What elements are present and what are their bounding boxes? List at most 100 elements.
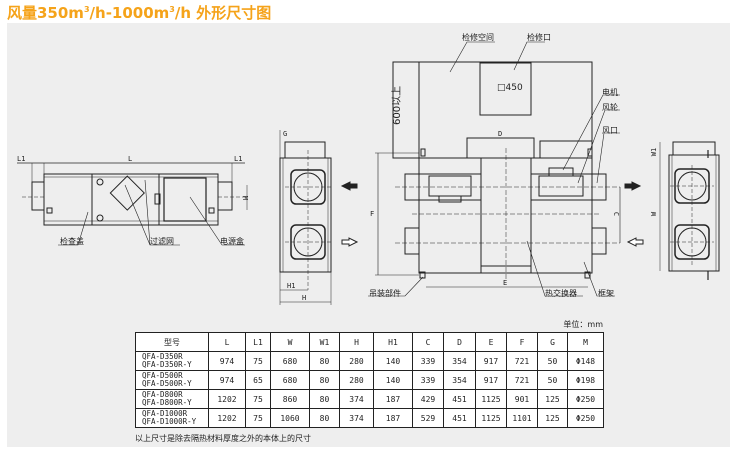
value-cell: 187 <box>373 389 413 409</box>
dim-g: G <box>283 130 288 138</box>
dim-h1: H1 <box>287 282 296 290</box>
value-cell: 1125 <box>475 389 507 409</box>
value-cell: 374 <box>339 408 374 428</box>
model-name: QFA-D800R <box>142 390 183 399</box>
value-cell: 974 <box>208 370 246 390</box>
label-inspection-cover: 检查盖 <box>60 237 84 246</box>
dim-l: L <box>128 155 133 163</box>
value-cell: 339 <box>412 370 444 390</box>
value-cell: 860 <box>270 389 310 409</box>
column-header: L1 <box>245 332 271 352</box>
value-cell: 451 <box>443 408 476 428</box>
dim-w1: W1 <box>650 147 659 157</box>
column-header: W <box>270 332 310 352</box>
value-cell: 80 <box>309 370 340 390</box>
column-header: F <box>506 332 538 352</box>
value-cell: 125 <box>537 389 568 409</box>
value-cell: 974 <box>208 351 246 371</box>
value-cell: 280 <box>339 370 374 390</box>
value-cell: 721 <box>506 351 538 371</box>
dim-w: W <box>650 211 659 217</box>
side-view-left <box>279 130 359 305</box>
value-cell: 901 <box>506 389 538 409</box>
column-header: M <box>567 332 604 352</box>
label-service-space: 检修空间 <box>462 33 494 42</box>
model-name: QFA-D350R <box>142 352 183 361</box>
label-air-outlet: 风口 <box>602 126 618 135</box>
value-cell: 1202 <box>208 408 246 428</box>
model-name: QFA-D1000R <box>142 409 188 418</box>
model-name: QFA-D500R-Y <box>142 379 192 388</box>
value-cell: 429 <box>412 389 444 409</box>
model-name: QFA-D1000R-Y <box>142 417 197 426</box>
value-cell: 1125 <box>475 408 507 428</box>
value-cell: 65 <box>245 370 271 390</box>
label-heat-exchanger: 热交换器 <box>545 289 577 298</box>
page-title: 风量350m3/h-1000m3/h 外形尺寸图 <box>7 4 272 22</box>
dim-l1-right: L1 <box>234 155 243 163</box>
model-name: QFA-D350R-Y <box>142 360 192 369</box>
value-cell: 529 <box>412 408 444 428</box>
column-header: W1 <box>309 332 340 352</box>
label-motor: 电机 <box>602 88 618 97</box>
column-header: 型号 <box>135 332 209 352</box>
label-filter: 过滤网 <box>150 237 174 246</box>
value-cell: Φ148 <box>567 351 604 371</box>
dim-m: M <box>241 195 250 201</box>
value-cell: 354 <box>443 370 476 390</box>
side-view-right <box>659 141 720 280</box>
value-cell: 917 <box>475 351 507 371</box>
value-cell: 451 <box>443 389 476 409</box>
front-view <box>17 162 248 246</box>
value-cell: 680 <box>270 370 310 390</box>
value-cell: 75 <box>245 389 271 409</box>
column-header: H <box>339 332 374 352</box>
value-cell: 80 <box>309 408 340 428</box>
value-cell: Φ250 <box>567 408 604 428</box>
label-hanger: 吊装部件 <box>369 289 401 298</box>
value-cell: Φ198 <box>567 370 604 390</box>
value-cell: 75 <box>245 408 271 428</box>
value-cell: 280 <box>339 351 374 371</box>
label-port-size: □450 <box>497 83 523 93</box>
value-cell: 917 <box>475 370 507 390</box>
column-header: G <box>537 332 568 352</box>
value-cell: 354 <box>443 351 476 371</box>
value-cell: 50 <box>537 351 568 371</box>
value-cell: 80 <box>309 351 340 371</box>
value-cell: Φ250 <box>567 389 604 409</box>
value-cell: 140 <box>373 351 413 371</box>
value-cell: 80 <box>309 389 340 409</box>
value-cell: 75 <box>245 351 271 371</box>
label-service-port: 检修口 <box>527 33 551 42</box>
value-cell: 721 <box>506 370 538 390</box>
column-header: H1 <box>373 332 413 352</box>
model-name: QFA-D500R <box>142 371 183 380</box>
dim-f: F <box>370 210 375 218</box>
value-cell: 125 <box>537 408 568 428</box>
value-cell: 187 <box>373 408 413 428</box>
dim-l1-left: L1 <box>17 155 26 163</box>
table-note: 以上尺寸是除去隔热材料厚度之外的本体上的尺寸 <box>135 434 311 443</box>
top-view <box>368 41 644 297</box>
label-clearance: 600以上 <box>392 85 403 125</box>
value-cell: 1101 <box>506 408 538 428</box>
value-cell: 374 <box>339 389 374 409</box>
label-fan-wheel: 风轮 <box>602 103 618 112</box>
value-cell: 1060 <box>270 408 310 428</box>
dim-h: H <box>302 294 307 302</box>
dim-c: C <box>612 211 621 217</box>
column-header: E <box>475 332 507 352</box>
value-cell: 680 <box>270 351 310 371</box>
value-cell: 339 <box>412 351 444 371</box>
